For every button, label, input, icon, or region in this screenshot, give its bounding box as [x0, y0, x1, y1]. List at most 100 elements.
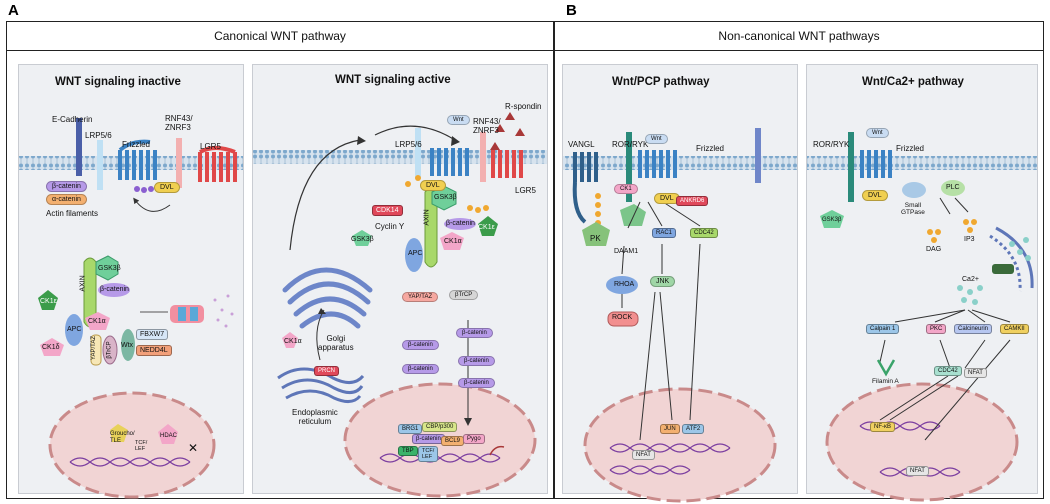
axin-label-active: AXIN: [423, 209, 431, 226]
nedd4l-badge: NEDD4L: [136, 345, 172, 356]
dvl-badge-active: DVL: [420, 180, 446, 191]
axin-label-inactive: AXIN: [79, 275, 87, 292]
apc-label-inactive: APC: [67, 326, 82, 333]
bcl9-badge: BCL9: [441, 436, 465, 446]
cbp-badge: CBP/p300: [422, 422, 458, 432]
vangl-label: VANGL: [568, 140, 595, 149]
nucleus-pcp: [583, 387, 777, 503]
er-label: Endoplasmic reticulum: [292, 408, 338, 426]
rnf43-icon-inactive: [176, 138, 182, 188]
brg1-badge: BRG1: [398, 424, 423, 434]
block-mark: ✕: [188, 441, 198, 455]
lrp-label-active: LRP5/6: [395, 140, 422, 149]
gsk-free-label: GSK3β: [351, 236, 374, 243]
pygo-badge: Pygo: [463, 434, 485, 444]
btrcp-icon-inactive: [102, 335, 118, 365]
ck1d-icon-inactive: [40, 338, 64, 356]
membrane-pcp: [563, 156, 797, 170]
golgi-icon: [282, 267, 373, 329]
nucleus-ca: [825, 382, 1019, 502]
bcatenin-nuclear-badge: β-catenin: [412, 434, 445, 444]
ecadherin-label: E-Cadherin: [52, 115, 93, 124]
rhoa-label: RHOA: [614, 281, 635, 288]
cdc42-badge-pcp: CDC42: [690, 228, 718, 238]
dvl-badge-ca: DVL: [862, 190, 888, 201]
bcatenin-free-3: β-catenin: [458, 356, 495, 366]
dag-label: DAG: [926, 246, 942, 253]
rspondin-label: R-spondin: [505, 102, 542, 111]
jun-badge: JUN: [660, 424, 680, 434]
nfat-badge-ca-2: NFAT: [906, 466, 929, 476]
rock-label: ROCK: [612, 314, 633, 321]
fbxw7-badge: FBXW7: [136, 329, 169, 340]
atf2-badge: ATF2: [682, 424, 705, 434]
ck1-badge-pcp: CK1: [614, 184, 638, 194]
gsk3b-icon-inactive: [95, 255, 119, 281]
frizzled-label-pcp: Frizzled: [696, 144, 725, 153]
wtx-label: Wtx: [121, 342, 134, 349]
tbp-badge: TBP: [398, 446, 418, 456]
ck1e-label-inactive: CK1ε: [40, 298, 57, 305]
lrp-icon-active: [415, 128, 421, 178]
ror-label-pcp: ROR/RYK: [612, 140, 649, 149]
active-title: WNT signaling active: [335, 74, 451, 86]
bcatenin-free-4: β-catenin: [402, 364, 439, 374]
proteasome-icon: [170, 294, 234, 328]
groucho-icon: [110, 424, 128, 442]
frizzled-label-ca: Frizzled: [896, 144, 925, 153]
vangl-icon: [572, 152, 598, 224]
er-icon: [277, 367, 365, 403]
lrp-label-inactive: LRP5/6: [85, 131, 112, 140]
yaptaz-label-inactive: YAP/TAZ: [91, 335, 98, 361]
ca-label: Ca2+: [962, 276, 979, 283]
membrane-active: [253, 150, 547, 164]
lgr5-icon-active: [491, 150, 523, 178]
tcf-label-inactive: TCF/ LEF: [135, 440, 148, 452]
yaptaz-badge-active: YAP/TAZ: [402, 292, 439, 302]
pkc-badge: PKC: [926, 324, 947, 334]
cyclin-label: Cyclin Y: [375, 222, 405, 231]
wnt-ligand-pcp: Wnt: [645, 134, 668, 144]
rnf-label-active: RNF43/ ZNRF3: [473, 117, 501, 135]
btrcp-badge-active: βTrCP: [449, 290, 479, 300]
wtx-icon-inactive: [121, 329, 135, 361]
btrcp-label-inactive: βTrCP: [106, 341, 113, 359]
noncanonical-header: Non-canonical WNT pathways: [555, 22, 1043, 51]
ck1a-label-active: CK1α: [444, 238, 462, 245]
bcatenin-free-5: β-catenin: [458, 378, 495, 388]
hdac-label: HDAC: [160, 433, 178, 439]
yaptaz-icon-inactive: [90, 334, 102, 366]
actin-label: Actin filaments: [46, 209, 99, 218]
canonical-header: Canonical WNT pathway: [7, 22, 553, 51]
rnf43-icon-active: [480, 132, 486, 182]
canonical-frame: Canonical WNT pathway: [6, 21, 554, 499]
porcn-badge: PRCN: [314, 366, 340, 376]
bcatenin-label-active: β-catenin: [446, 220, 475, 227]
nucleus-inactive: [48, 391, 216, 499]
nfat-badge-ca-1: NFAT: [964, 368, 987, 378]
apc-icon-inactive: [65, 314, 83, 346]
lrp-icon-inactive: [97, 140, 103, 190]
bcatenin-icon-inactive: [98, 283, 130, 297]
noncanonical-frame: Non-canonical WNT pathways: [554, 21, 1044, 499]
inactive-title: WNT signaling inactive: [55, 76, 181, 88]
daam1-label: DAAM1: [614, 248, 639, 255]
ca-title: Wnt/Ca2+ pathway: [862, 76, 964, 88]
cdc42-badge-ca: CDC42: [934, 366, 962, 376]
nfat-badge-pcp: NFAT: [632, 450, 655, 460]
dvl-badge-inactive: DVL: [154, 182, 180, 193]
golgi-label: Golgi apparatus: [318, 334, 354, 352]
acatenin-badge: α-catenin: [46, 194, 87, 205]
rspondin-icons: [490, 112, 525, 150]
pk-label: PK: [590, 234, 601, 243]
gsk-label-active: GSK3β: [434, 194, 457, 201]
jnk-badge: JNK: [650, 276, 676, 287]
frizzled-icon-ca: [860, 150, 892, 178]
nfkb-badge: NF-κB: [870, 422, 895, 432]
wnt-ligand-active: Wnt: [447, 115, 470, 125]
apc-label-active: APC: [408, 250, 423, 257]
bcatenin-label-inactive: β-catenin: [100, 286, 129, 293]
panel-letter-b: B: [566, 2, 577, 19]
pcp-title: Wnt/PCP pathway: [612, 76, 710, 88]
ip3-label: IP3: [964, 236, 975, 243]
